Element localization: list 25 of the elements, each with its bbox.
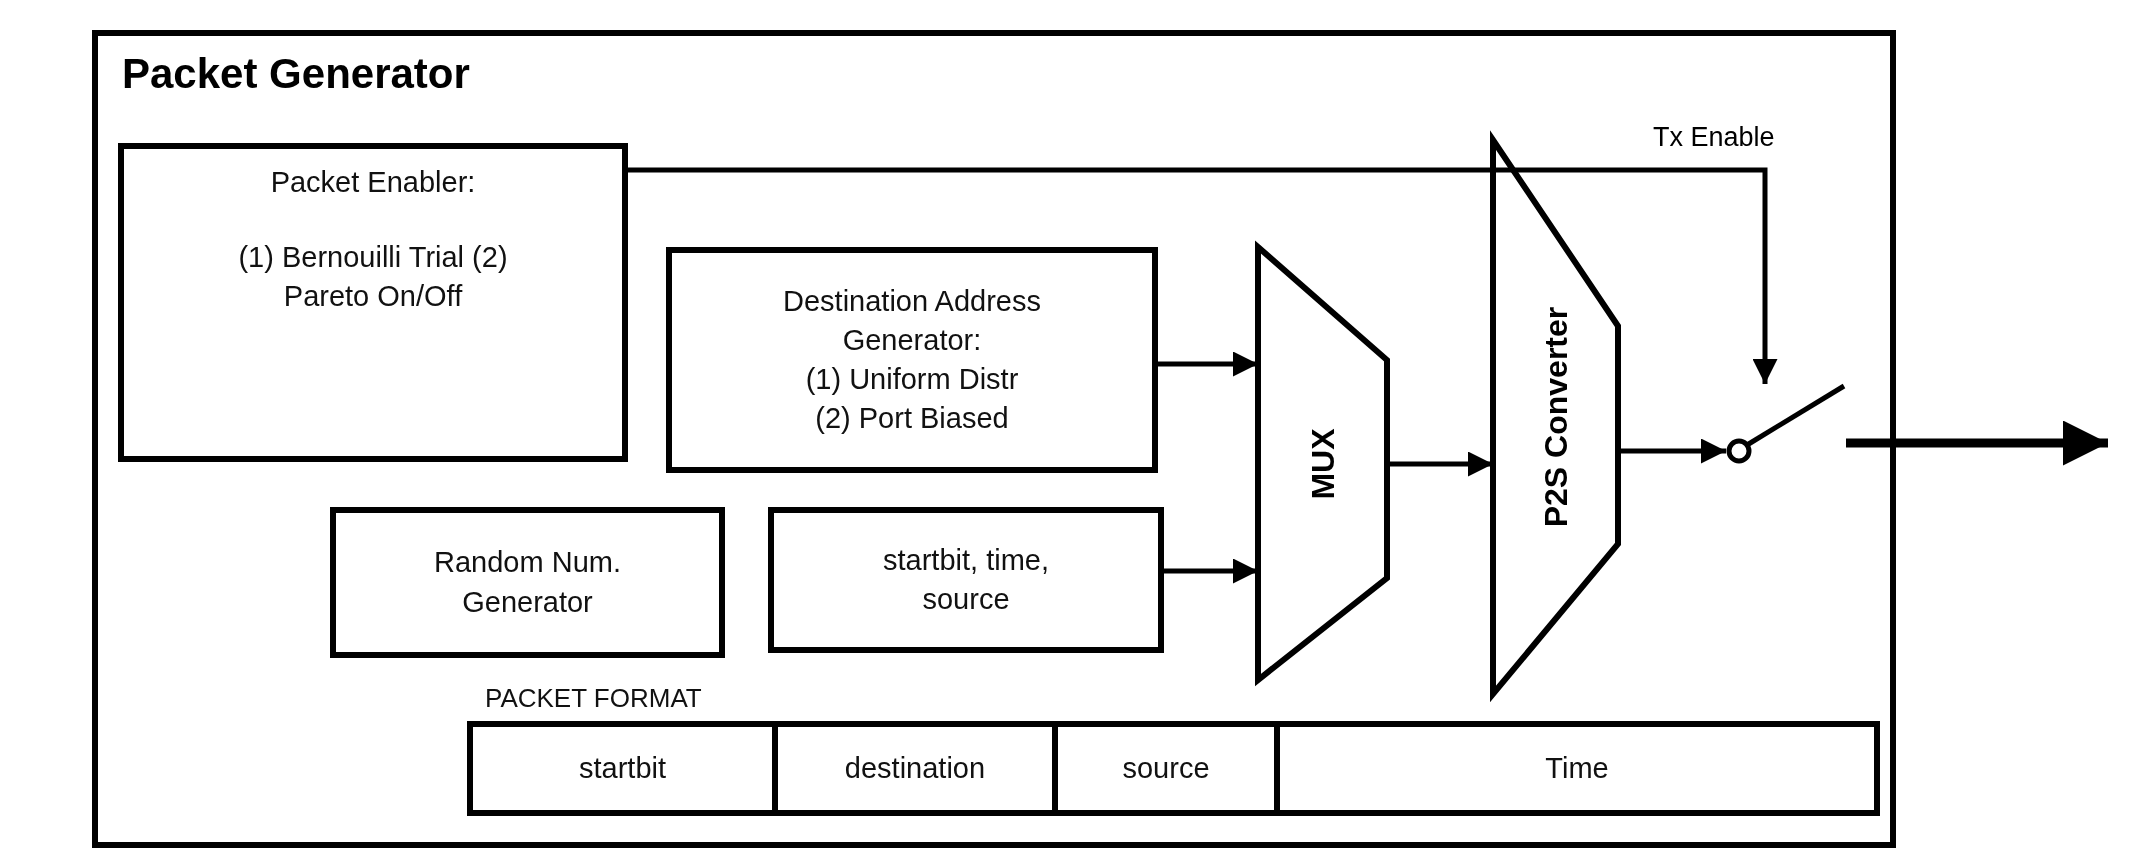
table-heading: PACKET FORMAT — [485, 682, 702, 715]
cell-text: source — [1122, 750, 1210, 786]
process-box — [118, 143, 628, 462]
box-text: (1) Bernouilli Trial (2) Pareto On/Off — [237, 240, 509, 315]
process-box — [768, 507, 1164, 653]
arrow — [1846, 420, 2108, 466]
arrow — [1618, 438, 1726, 464]
rotated-label: MUX — [1304, 427, 1341, 500]
box-heading: Random Num. Generator — [433, 545, 622, 620]
box-text: (1) Uniform Distr (2) Port Biased — [804, 362, 1020, 437]
arrow — [1158, 351, 1258, 377]
arrow — [628, 167, 1778, 384]
process-box — [330, 507, 725, 658]
process-box — [666, 247, 1158, 473]
cell-text: destination — [844, 750, 986, 786]
frame-heading: Packet Generator — [122, 50, 470, 98]
cell-text: startbit — [579, 750, 666, 786]
packet-generator-frame — [92, 30, 1896, 848]
cell-text: Time — [1545, 750, 1609, 786]
box-heading: Destination Address Generator: — [782, 283, 1042, 358]
rotated-label: P2S Converter — [1537, 306, 1574, 528]
box-heading: Packet Enabler: — [270, 165, 476, 200]
arrow — [1164, 558, 1258, 584]
box-heading: startbit, time, source — [882, 542, 1050, 617]
arrow — [1387, 451, 1493, 477]
